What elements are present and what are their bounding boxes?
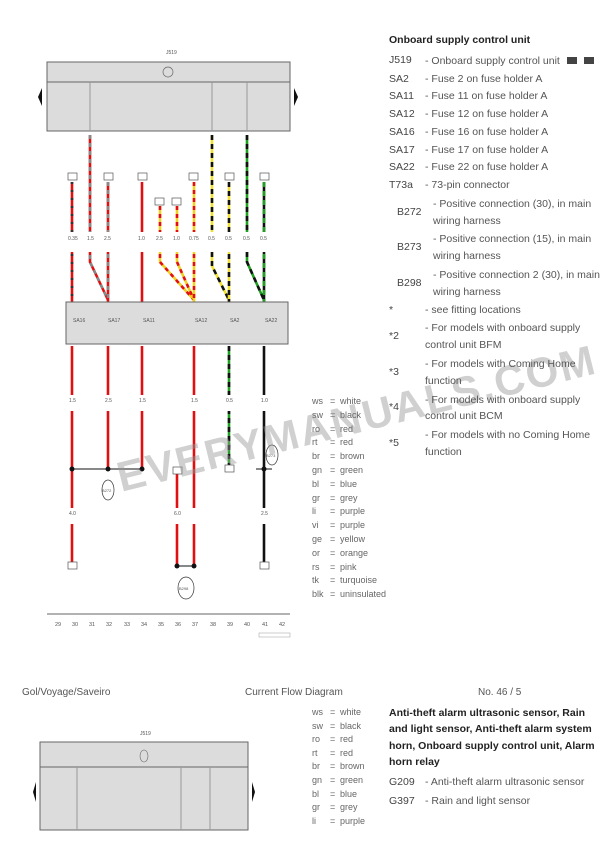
svg-text:33: 33	[124, 622, 130, 628]
svg-text:0.5: 0.5	[243, 236, 250, 242]
svg-text:1.5: 1.5	[191, 398, 198, 404]
color-code-item: ge=yellow	[312, 533, 366, 544]
upper-wires	[70, 135, 266, 302]
wire-sizes-top: 0.35 1.5 2.5 1.0 2.5 1.0 0.75 0.5 0.5 0.…	[68, 236, 267, 242]
color-code-item: tk=turquoise	[312, 575, 378, 586]
color-code-item: bl=blue	[312, 788, 358, 799]
svg-text:2.5: 2.5	[261, 511, 268, 517]
page2-color-code-legend: ws=white sw=black ro=red rt=red br=brown gn=g…	[312, 706, 365, 828]
svg-text:0.35: 0.35	[68, 236, 78, 242]
color-code-item: gr=grey	[312, 492, 358, 503]
svg-text:1.5: 1.5	[139, 398, 146, 404]
svg-text:37: 37	[192, 622, 198, 628]
svg-text:SA16: SA16	[73, 318, 85, 324]
svg-text:0.5: 0.5	[226, 398, 233, 404]
color-code-item: li=purple	[312, 506, 366, 517]
color-code-item: rs=pink	[312, 561, 357, 572]
control-unit-box	[46, 61, 291, 132]
ground-symbol-icon	[162, 66, 174, 78]
svg-text:2.5: 2.5	[105, 398, 112, 404]
footer-model: Gol/Voyage/Saveiro	[22, 687, 111, 698]
color-code-item: bl=blue	[312, 478, 358, 489]
legend-item: J519- Onboard supply control unit	[389, 53, 604, 70]
svg-text:34: 34	[141, 622, 147, 628]
color-code-item: gr=grey	[312, 802, 358, 813]
svg-text:38: 38	[210, 622, 216, 628]
wire-sizes-bottom: 1.5 2.5 1.5 1.5 0.5 1.0 4.0 6.0 2.5	[69, 398, 268, 517]
svg-text:0.75: 0.75	[189, 236, 199, 242]
svg-text:1.5: 1.5	[69, 398, 76, 404]
color-code-item: blk=uninsulated	[312, 589, 387, 600]
column-numbers: 29 30 31 32 33 34 35 36 37 38 39 40 41 4…	[55, 622, 285, 628]
fuse-labels: SA16 SA17 SA11 SA12 SA2 SA22	[73, 318, 277, 324]
svg-text:B272: B272	[102, 488, 112, 493]
svg-text:SA12: SA12	[195, 318, 207, 324]
color-code-item: or=orange	[312, 547, 369, 558]
connection-labels: B272 B298 B273	[102, 453, 276, 591]
svg-text:31: 31	[89, 622, 95, 628]
svg-text:40: 40	[244, 622, 250, 628]
svg-text:36: 36	[175, 622, 181, 628]
svg-text:35: 35	[158, 622, 164, 628]
svg-text:B273: B273	[266, 453, 276, 458]
svg-text:39: 39	[227, 622, 233, 628]
svg-text:SA17: SA17	[108, 318, 120, 324]
svg-text:30: 30	[72, 622, 78, 628]
previous-page-arrow[interactable]	[38, 88, 42, 106]
svg-text:0.5: 0.5	[208, 236, 215, 242]
component-legend: Onboard supply control unit J519- Onboar…	[389, 33, 604, 463]
color-code-item: ws=white	[312, 396, 362, 406]
color-code-item: li=purple	[312, 815, 366, 826]
svg-text:1.0: 1.0	[138, 236, 145, 242]
legend-title: Onboard supply control unit	[389, 34, 531, 46]
page2-control-unit-box	[39, 741, 249, 831]
svg-text:29: 29	[55, 622, 61, 628]
svg-text:0.5: 0.5	[260, 236, 267, 242]
color-code-item: rt=red	[312, 437, 354, 448]
color-code-item: gn=green	[312, 774, 364, 785]
svg-text:41: 41	[262, 622, 268, 628]
svg-text:SA22: SA22	[265, 318, 277, 324]
page2-unit-label: J519	[140, 731, 151, 737]
svg-text:4.0: 4.0	[69, 511, 76, 517]
color-code-item: ro=red	[312, 734, 354, 745]
footer-doc-type: Current Flow Diagram	[245, 687, 343, 698]
page2-next-arrow[interactable]	[252, 782, 255, 802]
svg-text:2.5: 2.5	[156, 236, 163, 242]
camera-icon	[566, 56, 577, 64]
page2-title: Anti-theft alarm ultrasonic sensor, Rain…	[389, 707, 595, 768]
svg-text:1.5: 1.5	[87, 236, 94, 242]
color-code-item: vi=purple	[312, 520, 366, 531]
svg-text:B298: B298	[179, 586, 189, 591]
camera-icon	[583, 56, 594, 64]
color-code-item: br=brown	[312, 761, 365, 772]
svg-text:1.0: 1.0	[261, 398, 268, 404]
color-code-item: rt=red	[312, 747, 354, 758]
svg-text:32: 32	[106, 622, 112, 628]
svg-text:2.5: 2.5	[104, 236, 111, 242]
fuse-holder-box	[65, 301, 289, 345]
page2-previous-arrow[interactable]	[33, 782, 36, 802]
color-code-item: br=brown	[312, 451, 365, 462]
svg-text:6.0: 6.0	[174, 511, 181, 517]
svg-text:SA2: SA2	[230, 318, 240, 324]
svg-text:0.5: 0.5	[225, 236, 232, 242]
page2-legend: Anti-theft alarm ultrasonic sensor, Rain…	[389, 705, 604, 811]
color-code-item: sw=black	[312, 409, 362, 420]
color-code-item: sw=black	[312, 720, 362, 731]
color-code-item: ws=white	[312, 707, 362, 717]
svg-text:SA11: SA11	[143, 318, 155, 324]
footer-page-number: No. 46 / 5	[478, 687, 522, 698]
svg-text:1.0: 1.0	[173, 236, 180, 242]
unit-label: J519	[166, 50, 177, 56]
next-page-arrow[interactable]	[294, 88, 298, 106]
color-code-item: ro=red	[312, 423, 354, 434]
color-code-item: gn=green	[312, 464, 364, 475]
svg-text:42: 42	[279, 622, 285, 628]
color-code-legend: ws=white sw=black ro=red rt=red br=brown gn=g…	[312, 395, 386, 602]
